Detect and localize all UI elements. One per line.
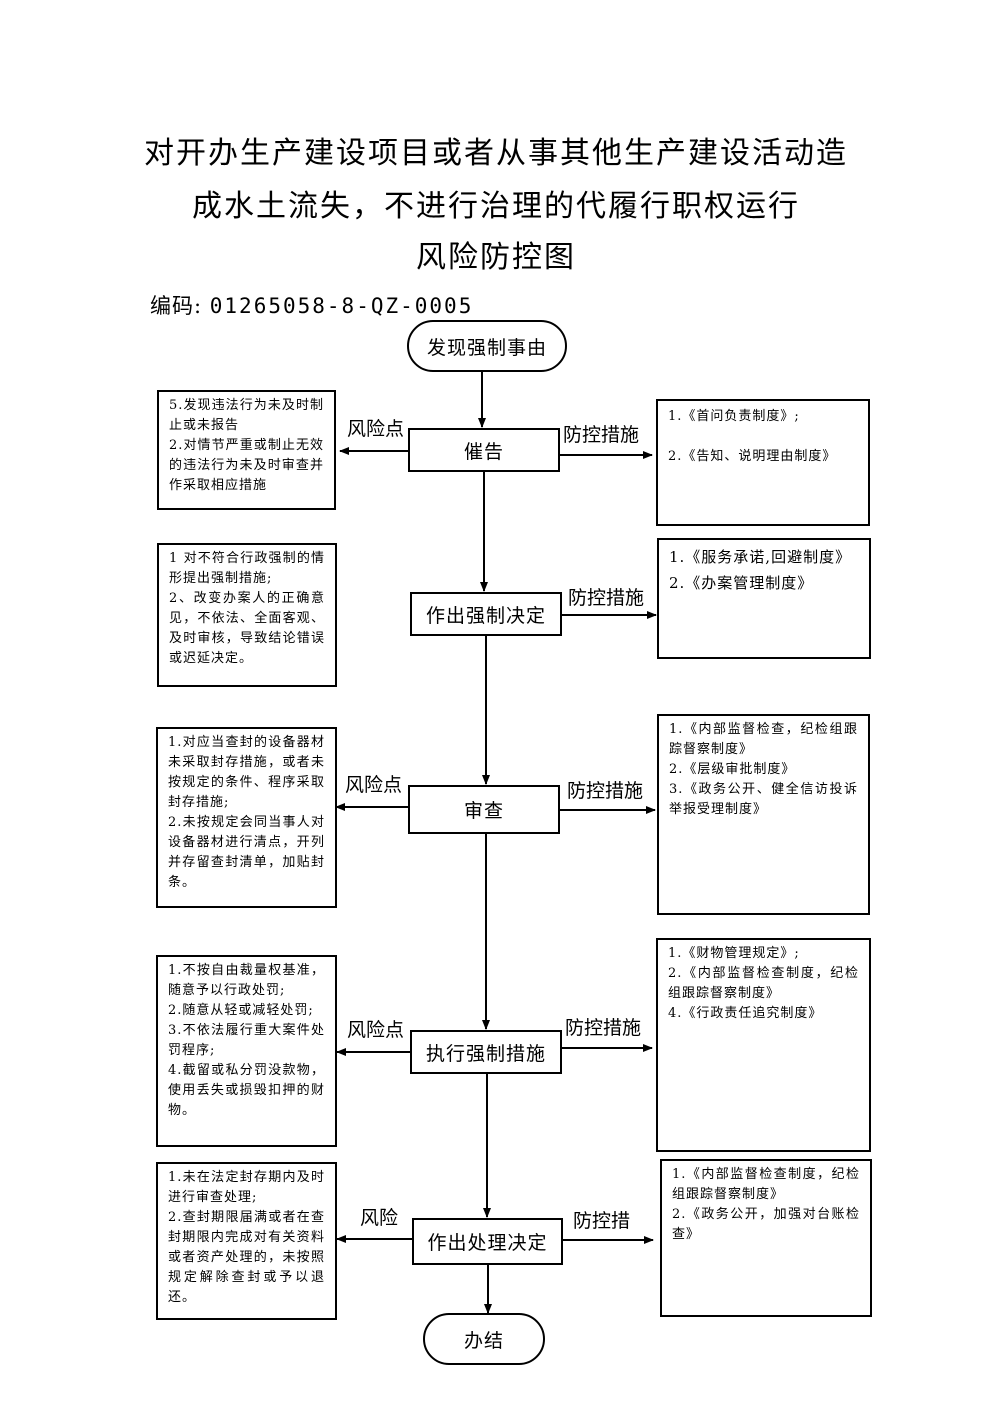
step-execute-measures: 执行强制措施 [410,1030,562,1074]
control-label-1: 防控措施 [563,424,640,446]
control-box-2: 1.《服务承诺,回避制度》 2.《办案管理制度》 [657,538,871,659]
risk-item: 5.发现违法行为未及时制止或未报告 [169,398,324,433]
step-review: 审查 [408,785,560,834]
risk-box-5: 1.未在法定封存期内及时进行审查处理; 2.查封期限届满或者在查封期限内完成对有… [156,1162,337,1320]
risk-item: 2.查封期限届满或者在查封期限内完成对有关资料或者资产处理的，未按照规定解除查封… [168,1210,325,1305]
control-label-2: 防控措施 [568,587,645,609]
control-item: 2.《办案管理制度》 [669,574,814,592]
risk-box-2: 1 对不符合行政强制的情形提出强制措施; 2、改变办案人的正确意见，不依法、全面… [157,543,337,687]
control-item: 1.《内部监督检查，纪检组跟踪督察制度》 [669,722,858,757]
control-item: 2.《政务公开，加强对台账检查》 [672,1207,860,1242]
code-label: 编码: [150,294,203,318]
step-handling-decision: 作出处理决定 [412,1218,563,1265]
risk-item: 1.不按自由裁量权基准，随意予以行政处罚; [168,963,325,998]
start-terminal: 发现强制事由 [407,320,567,372]
control-box-4: 1.《财物管理规定》; 2.《内部监督检查制度，纪检组跟踪督察制度》 4.《行政… [656,938,871,1152]
control-label-4: 防控措施 [565,1017,642,1039]
control-item: 4.《行政责任追究制度》 [668,1006,823,1021]
title-line-3: 风险防控图 [416,240,576,275]
control-item: 1.《财物管理规定》; [668,946,800,961]
step-enforcement-decision: 作出强制决定 [410,592,562,636]
control-item: 3.《政务公开、健全信访投诉举报受理制度》 [669,782,858,817]
control-box-5: 1.《内部监督检查制度，纪检组跟踪督察制度》 2.《政务公开，加强对台账检查》 [660,1159,872,1317]
risk-label-4: 风险点 [347,1019,405,1041]
risk-label-1: 风险点 [347,418,405,440]
risk-item: 1.对应当查封的设备器材未采取封存措施，或者未按规定的条件、程序采取封存措施; [168,735,325,810]
risk-item: 2、改变办案人的正确意见，不依法、全面客观、及时审核，导致结论错误或迟延决定。 [169,591,325,666]
risk-box-4: 1.不按自由裁量权基准，随意予以行政处罚; 2.随意从轻或减轻处罚; 3.不依法… [156,955,337,1147]
risk-item: 3.不依法履行重大案件处罚程序; [168,1023,325,1058]
title-line-1: 对开办生产建设项目或者从事其他生产建设活动造 [144,136,848,171]
risk-box-3: 1.对应当查封的设备器材未采取封存措施，或者未按规定的条件、程序采取封存措施; … [156,727,337,908]
risk-label-3: 风险点 [345,774,403,796]
control-item: 2.《内部监督检查制度，纪检组跟踪督察制度》 [668,966,859,1001]
risk-item: 4.截留或私分罚没款物，使用丢失或损毁扣押的财物。 [168,1063,325,1118]
risk-item: 1.未在法定封存期内及时进行审查处理; [168,1170,325,1205]
risk-box-1: 5.发现违法行为未及时制止或未报告 2.对情节严重或制止无效的违法行为未及时审查… [157,390,336,510]
control-box-3: 1.《内部监督检查，纪检组跟踪督察制度》 2.《层级审批制度》 3.《政务公开、… [657,714,870,915]
end-terminal: 办结 [423,1313,545,1365]
risk-item: 2.随意从轻或减轻处罚; [168,1003,314,1018]
risk-label-5: 风险 [360,1207,399,1229]
control-item: 2.《层级审批制度》 [669,762,796,777]
control-label-5: 防控措 [573,1210,631,1232]
title-line-2: 成水土流失，不进行治理的代履行职权运行 [192,189,800,224]
control-item: 2.《告知、说明理由制度》 [668,449,837,464]
control-item: 1.《首问负责制度》; [668,409,800,424]
step-urge: 催告 [408,428,560,472]
code-value: 01265058-8-QZ-0005 [209,294,474,318]
document-code: 编码: 01265058-8-QZ-0005 [150,290,473,320]
control-item: 1.《内部监督检查制度，纪检组跟踪督察制度》 [672,1167,860,1202]
risk-item: 1 对不符合行政强制的情形提出强制措施; [169,551,325,586]
control-item: 1.《服务承诺,回避制度》 [669,548,852,566]
risk-item: 2.对情节严重或制止无效的违法行为未及时审查并作采取相应措施 [169,438,324,493]
control-label-3: 防控措施 [567,780,644,802]
control-box-1: 1.《首问负责制度》; 2.《告知、说明理由制度》 [656,399,870,526]
risk-item: 2.未按规定会同当事人对设备器材进行清点，开列并存留查封清单，加贴封条。 [168,815,325,890]
